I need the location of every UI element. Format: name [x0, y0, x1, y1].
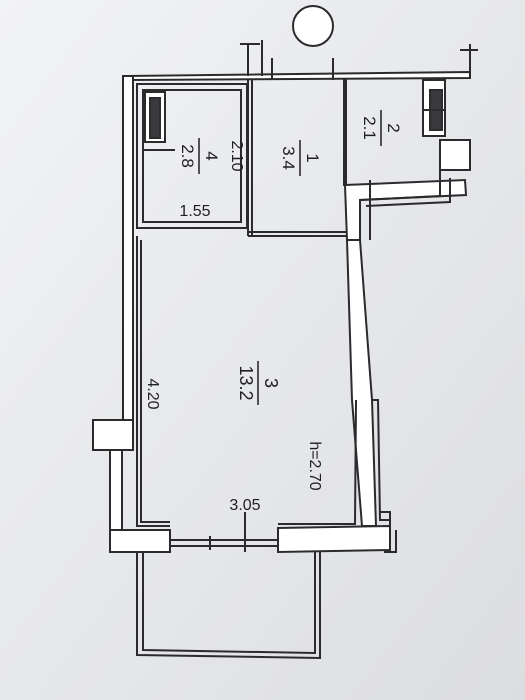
dimension-room3-width: 3.05 [229, 497, 260, 514]
room-number-2: 2 [384, 123, 403, 132]
room-number-4: 4 [202, 151, 221, 160]
room-label-2: 2 2.1 [360, 110, 403, 146]
dimension-room4-width: 1.55 [179, 203, 210, 220]
exterior-walls [92, 70, 471, 554]
balcony [136, 552, 321, 660]
door-room4 [143, 91, 175, 151]
dimension-room3-height: 4.20 [144, 378, 161, 409]
room-area-2: 2.1 [360, 116, 379, 140]
room-label-1: 1 3.4 [279, 140, 322, 176]
room-area-3: 13.2 [236, 365, 256, 400]
room-area-1: 3.4 [279, 146, 298, 170]
window-room2 [422, 79, 446, 137]
corner-ticks [380, 511, 397, 553]
interior-walls [136, 78, 451, 527]
room-number-1: 1 [303, 153, 322, 162]
room-area-4: 2.8 [178, 144, 197, 168]
room-label-4: 4 2.8 [178, 138, 221, 174]
room-number-3: 3 [261, 378, 281, 388]
dimension-room4-height: 2.10 [228, 140, 245, 171]
balcony-door [170, 512, 278, 552]
ceiling-height-label: h=2.70 [306, 441, 323, 490]
entry-marker [240, 5, 478, 80]
room-label-3: 3 13.2 [236, 361, 281, 405]
